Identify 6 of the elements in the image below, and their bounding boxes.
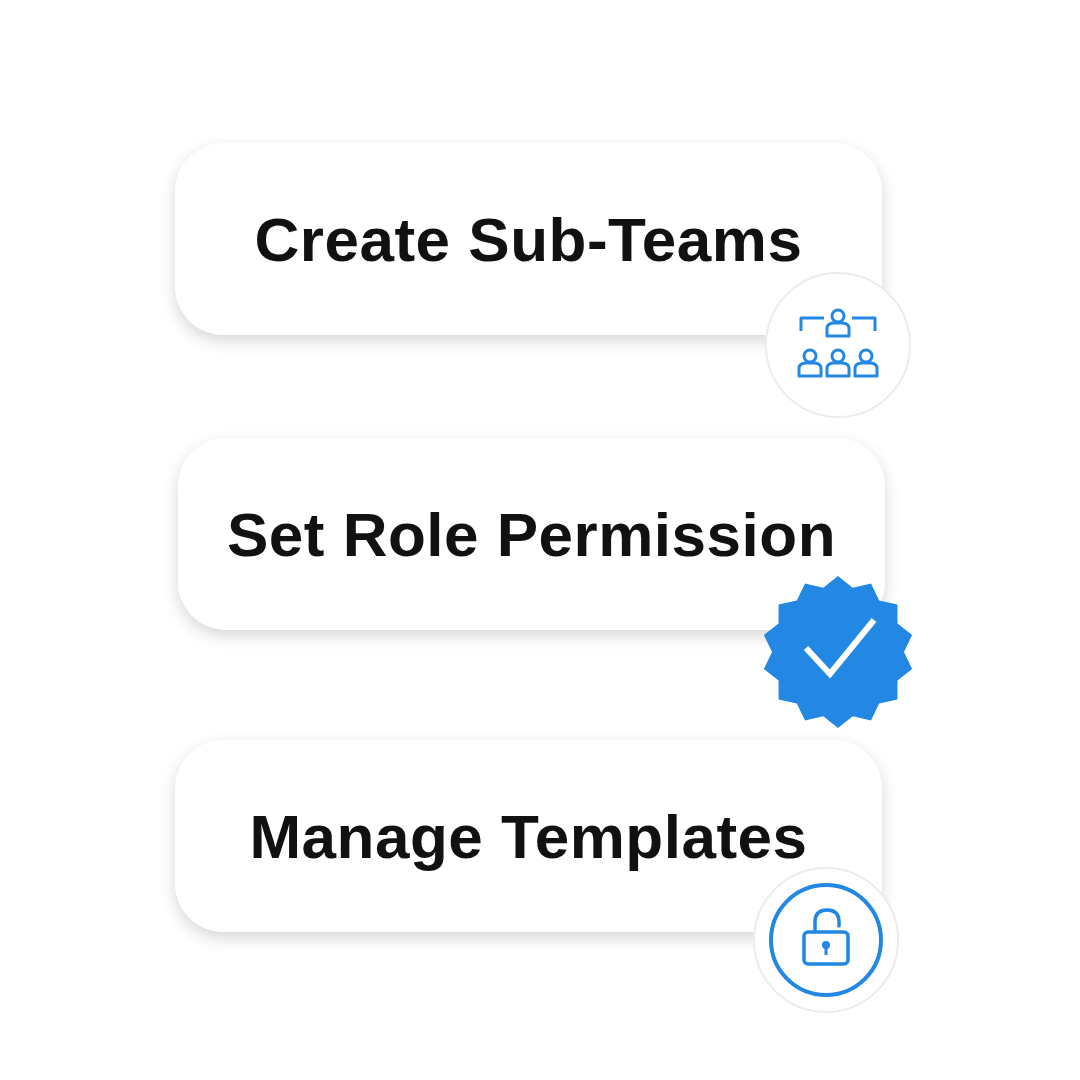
feature-card — [175, 740, 882, 932]
card-title: Create Sub-Teams — [254, 203, 803, 275]
card-title: Manage Templates — [249, 800, 808, 872]
feature-card — [175, 143, 882, 335]
feature-card — [178, 438, 885, 630]
card-title: Set Role Permission — [226, 498, 836, 570]
